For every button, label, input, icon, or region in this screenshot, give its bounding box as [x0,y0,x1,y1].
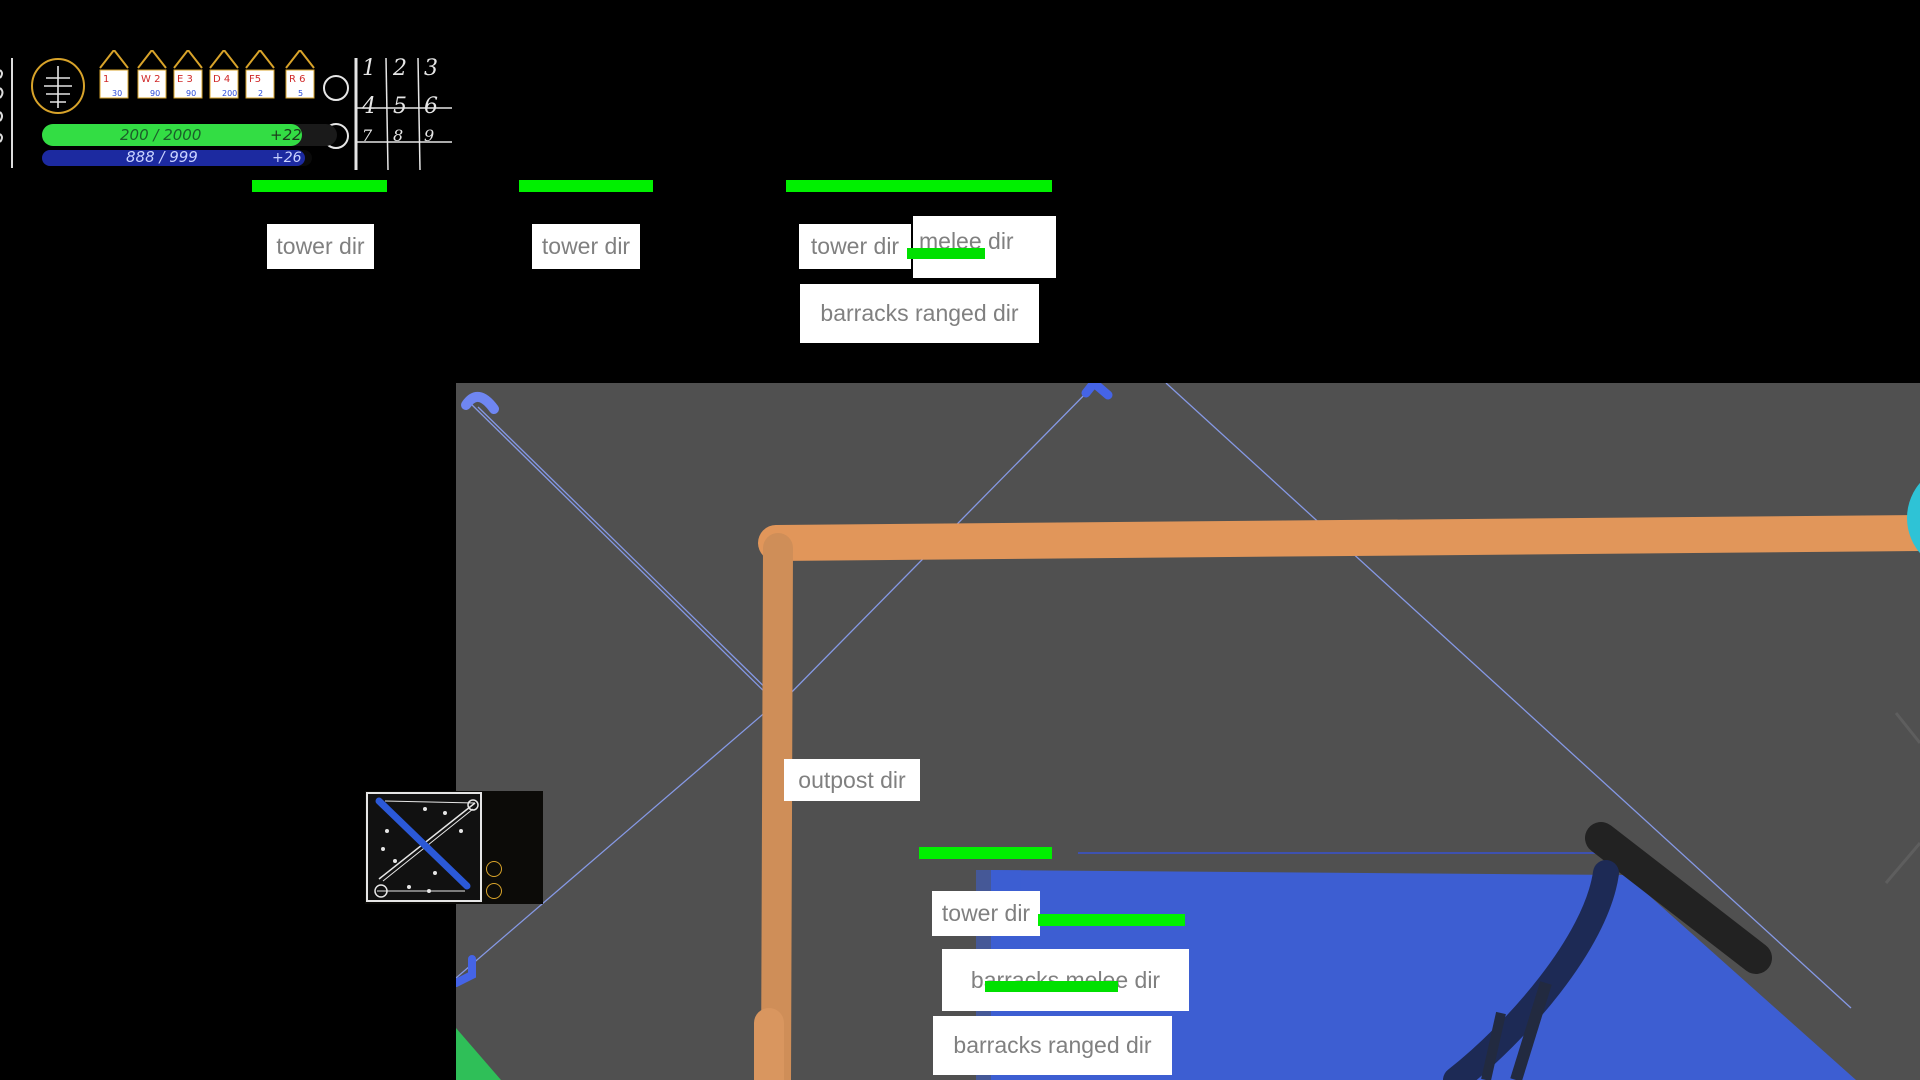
ability-cost: 30 [112,89,122,98]
lane-guides [456,383,1852,1009]
ally-core-icon[interactable] [1907,464,1920,572]
team-base-area [991,870,1856,1080]
ability-slot[interactable]: 130 [99,48,129,99]
mana-bar [42,150,305,166]
ability-key: E 3 [177,74,193,85]
hotkey-digit[interactable]: 1 [362,56,376,81]
hotkey-digit[interactable]: 6 [424,94,438,119]
hotkey-digit[interactable]: 8 [393,126,404,145]
tower-health-bar [252,180,387,192]
ability-cost: 5 [298,89,303,98]
ability-key: W 2 [141,74,160,85]
gear-icon[interactable] [486,861,502,877]
hotkey-digit[interactable]: 4 [362,94,376,119]
ability-cost: 200 [222,89,237,98]
dark-structure [1443,822,1772,1080]
tower-dir-label[interactable]: tower dir [932,891,1040,936]
outpost-dir-label[interactable]: outpost dir [784,759,920,801]
barracks-melee-dir-label[interactable]: barracks melee dir [942,949,1189,1011]
minimap[interactable] [365,791,543,904]
unit-health-bar [907,248,985,259]
mana-rate: +26 [272,150,302,166]
unit-health-bar [1038,914,1185,926]
ability-slot[interactable]: R 65 [285,48,315,99]
ability-slot[interactable]: E 390 [173,48,203,99]
game-map[interactable] [456,383,1920,1080]
ability-cost: 2 [258,89,263,98]
ability-key: F5 [249,74,261,85]
tower-dir-label[interactable]: tower dir [267,224,374,269]
unit-health-bar [985,981,1118,992]
mana-amount: 888 / 999 [126,148,198,166]
hotkey-digit[interactable]: 3 [424,56,438,81]
ability-cost: 90 [186,89,196,98]
melee-dir-label[interactable]: melee dir [913,216,1056,278]
ability-key: R 6 [289,74,306,85]
tower-dir-label[interactable]: tower dir [799,224,911,269]
ability-slot[interactable]: F52 [245,48,275,99]
health-bar [42,124,302,146]
melee-dir-text: melee dir [919,228,1014,254]
ability-key: 1 [103,74,109,85]
lane-path [754,515,1920,1080]
gold-readout: 200 / 2000 [120,124,280,146]
tower-health-bar [519,180,653,192]
ability-slot[interactable]: W 290 [137,48,167,99]
hotkey-grid [354,57,452,171]
ability-key: D 4 [213,74,230,85]
tower-health-bar [786,180,1052,192]
unit-health-bar [919,847,1052,859]
gold-amount: 200 / 2000 [120,126,202,144]
ability-cost: 90 [150,89,160,98]
hotkey-digit[interactable]: 2 [393,56,407,81]
mana-readout: 888 / 999 [126,148,198,166]
barracks-ranged-dir-label[interactable]: barracks ranged dir [933,1016,1172,1075]
barracks-ranged-dir-label[interactable]: barracks ranged dir [800,284,1039,343]
gold-rate: +22 [270,126,302,144]
shield-icon[interactable] [486,883,502,899]
hotkey-digit[interactable]: 9 [424,126,435,145]
tower-dir-label[interactable]: tower dir [532,224,640,269]
hotkey-digit[interactable]: 5 [393,94,407,119]
faction-emblem-icon [31,58,85,114]
hotkey-digit[interactable]: 7 [362,126,373,145]
